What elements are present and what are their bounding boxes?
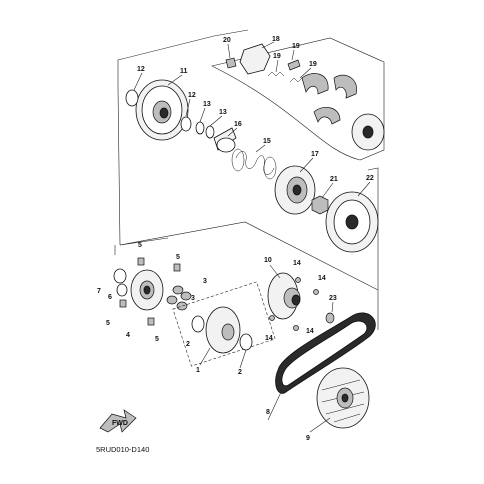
bearing-23 (325, 312, 335, 324)
callout-22: 22 (366, 175, 374, 182)
clutch-spring-15 (231, 148, 277, 180)
plate-18 (239, 43, 271, 75)
slider-5a (137, 257, 145, 266)
nut-21 (311, 195, 329, 215)
oil-seal-6 (116, 283, 128, 297)
callout-5b: 5 (176, 254, 180, 261)
forward-arrow-icon: FWD (99, 409, 137, 433)
bolt-14d (269, 315, 275, 321)
callout-17: 17 (311, 151, 319, 158)
slider-5c (119, 299, 127, 308)
callout-13b: 13 (219, 109, 227, 116)
callout-2: 2 (186, 341, 190, 348)
o-ring-12a (125, 89, 139, 107)
primary-fixed-sheave-1 (205, 306, 241, 354)
callout-11: 11 (180, 68, 188, 75)
callout-5c: 5 (106, 320, 110, 327)
clutch-plate-unit (351, 113, 385, 151)
bolt-14a (295, 277, 301, 283)
collar-2 (191, 315, 205, 333)
callout-14c: 14 (306, 328, 314, 335)
slider-5d (147, 317, 155, 326)
callouts: 1 2 2 3 3 4 5 5 5 5 6 7 8 9 10 11 12 12 … (97, 36, 374, 442)
leader-lines (133, 41, 371, 433)
callout-6: 6 (108, 294, 112, 301)
callout-1: 1 (196, 367, 200, 374)
callout-14a: 14 (293, 260, 301, 267)
callout-4: 4 (126, 332, 130, 339)
washer-7 (113, 268, 127, 284)
lower-assembly-outline (114, 221, 379, 330)
callout-9: 9 (306, 435, 310, 442)
clutch-shoe-a (301, 73, 329, 95)
clutch-shoe-group-outline (211, 37, 385, 161)
callout-18: 18 (272, 36, 280, 43)
seal-13a (195, 121, 205, 135)
v-belt-8 (275, 312, 376, 394)
seal-13b (205, 125, 215, 139)
callout-3: 3 (203, 278, 207, 285)
clip-19b (287, 59, 301, 71)
collar-2b (239, 333, 253, 351)
bolt-20 (225, 57, 237, 69)
callout-19b: 19 (273, 53, 281, 60)
cooling-fan-9 (316, 367, 370, 429)
callout-10: 10 (264, 257, 272, 264)
clutch-carrier-17 (274, 165, 316, 215)
clutch-shoe-c (313, 106, 341, 125)
callout-14b: 14 (318, 275, 326, 282)
spring-19a (267, 71, 285, 77)
callout-15: 15 (263, 138, 271, 145)
secondary-sheave-10 (267, 272, 301, 320)
callout-2b: 2 (238, 369, 242, 376)
bolt-14b (313, 289, 319, 295)
callout-14d: 14 (265, 335, 273, 342)
diagram-code: 5RUD010-D140 (96, 445, 149, 454)
callout-12a: 12 (137, 66, 145, 73)
callout-5a: 5 (138, 242, 142, 249)
callout-23: 23 (329, 295, 337, 302)
callout-12b: 12 (188, 92, 196, 99)
clutch-drum-22 (325, 191, 379, 253)
clutch-shoe-b (333, 74, 358, 99)
callout-19c: 19 (309, 61, 317, 68)
weight-rollers-3 (166, 285, 192, 311)
upper-assembly-outline (117, 29, 379, 290)
fwd-label: FWD (112, 420, 128, 427)
bolt-14c (293, 325, 299, 331)
callout-20: 20 (223, 37, 231, 44)
callout-8: 8 (266, 409, 270, 416)
o-ring-12b (180, 116, 192, 132)
callout-19a: 19 (292, 43, 300, 50)
callout-7: 7 (97, 288, 101, 295)
callout-16: 16 (234, 121, 242, 128)
primary-sliding-sheave-4 (130, 269, 164, 311)
callout-21: 21 (330, 176, 338, 183)
callout-3b: 3 (191, 295, 195, 302)
clutch-housing (135, 79, 189, 141)
callout-13a: 13 (203, 101, 211, 108)
primary-sheave-kit-box (172, 281, 276, 367)
callout-5d: 5 (155, 336, 159, 343)
slider-5b (173, 263, 181, 272)
